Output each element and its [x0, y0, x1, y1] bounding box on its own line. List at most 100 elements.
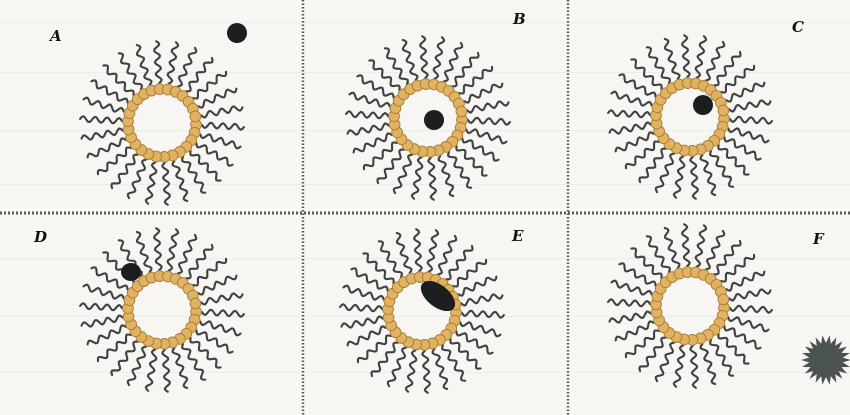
surfactant-tail [182, 344, 205, 380]
surfactant-tail [456, 331, 492, 353]
micelle-d [80, 228, 244, 392]
surfactant-tail [178, 235, 196, 274]
surfactant-tail [730, 117, 772, 124]
surfactant-tail [729, 101, 770, 112]
surfactant-tail [168, 229, 178, 270]
surfactant-tail [162, 163, 169, 205]
surfactant-tail [706, 231, 724, 270]
surfactant-tail [80, 303, 122, 310]
surfactant-tail [146, 349, 156, 390]
surfactant-tail [619, 263, 655, 285]
panel-label-f: F [813, 230, 824, 248]
micelle-c [608, 35, 772, 199]
surfactant-tail [137, 232, 152, 272]
surfactant-tail [173, 348, 188, 388]
surfactant-tail [201, 294, 242, 305]
surfactant-tail [467, 102, 508, 113]
surfactant-tail [721, 66, 754, 93]
surfactant-tail [397, 233, 412, 273]
solute-sphere-among-tails [121, 263, 141, 281]
micelle-a [80, 41, 244, 205]
surfactant-tail [433, 349, 448, 389]
surfactant-tail [428, 158, 435, 200]
surfactant-tail [439, 156, 454, 196]
surfactant-tail [730, 306, 772, 313]
surfactant-tail [428, 230, 438, 271]
surfactant-tail [128, 160, 146, 199]
surfactant-tail [162, 350, 169, 392]
surfactant-headgroup [190, 298, 201, 309]
surfactant-tail [168, 42, 178, 83]
surfactant-tail [348, 124, 389, 135]
surfactant-tail [448, 152, 471, 188]
surfactant-tail [82, 316, 123, 327]
surfactant-tail [182, 157, 205, 193]
surfactant-tail [91, 80, 127, 102]
surfactant-tail [196, 143, 232, 165]
panel-label-b: B [513, 10, 526, 28]
surfactant-tail [610, 123, 651, 134]
surfactant-tail [80, 116, 122, 123]
surfactant-tail [656, 343, 674, 382]
surfactant-tail [682, 224, 689, 266]
surfactant-tail [724, 137, 760, 159]
surfactant-tail [351, 268, 387, 290]
surfactant-tail [626, 141, 659, 168]
surfactant-tail [119, 53, 142, 89]
surfactant-tail [420, 36, 427, 78]
surfactant-tail [701, 344, 716, 384]
surfactant-tail [128, 347, 146, 386]
surfactant-tail [453, 260, 486, 287]
surfactant-tail [196, 330, 232, 352]
surfactant-tail [682, 35, 689, 77]
panel-label-e: E [512, 227, 523, 245]
solute-spiky-particle [801, 335, 850, 384]
surfactant-tail [647, 47, 670, 83]
surfactant-tail [357, 75, 393, 97]
surfactant-tail [724, 326, 760, 348]
surfactant-tail [608, 110, 650, 117]
surfactant-tail [696, 225, 706, 266]
surfactant-tail [146, 162, 156, 203]
surfactant-tail [690, 157, 697, 199]
surfactant-tail [154, 41, 161, 83]
surfactant-tail [721, 255, 754, 282]
surfactant-tail [626, 330, 659, 357]
surfactant-tail [665, 39, 680, 79]
surfactant-tail [178, 48, 196, 87]
surfactant-tail [346, 111, 388, 118]
surfactant-tail [690, 346, 697, 388]
solute-sphere-outside [227, 23, 247, 43]
surfactant-tail [137, 45, 152, 85]
surfactant-tail [422, 351, 429, 393]
surfactant-tail [729, 290, 770, 301]
surfactant-headgroup [190, 111, 201, 122]
surfactant-tail [98, 147, 131, 174]
surfactant-tail [154, 228, 161, 270]
surfactant-tail [434, 37, 444, 78]
surfactant-tail [442, 345, 465, 381]
surfactant-tail [438, 236, 456, 275]
surfactant-tail [193, 259, 226, 286]
micelle-e [340, 229, 504, 393]
surfactant-tail [701, 155, 716, 195]
surfactant-tail [706, 42, 724, 81]
surfactant-tail [364, 142, 397, 169]
surfactant-tail [340, 304, 382, 311]
surfactant-tail [173, 161, 188, 201]
surfactant-tail [710, 340, 733, 376]
surfactant-tail [412, 157, 422, 198]
surfactant-tail [619, 74, 655, 96]
surfactant-tail [468, 118, 510, 125]
surfactant-tail [202, 310, 244, 317]
surfactant-tail [414, 229, 421, 271]
surfactant-tail [696, 36, 706, 77]
surfactant-tail [82, 129, 123, 140]
surfactant-tail [201, 107, 242, 118]
surfactant-tail [674, 156, 684, 197]
surfactant-headgroup [718, 294, 729, 305]
surfactant-tail [358, 335, 391, 362]
panel-label-c: C [792, 18, 804, 36]
surfactant-tail [656, 154, 674, 193]
